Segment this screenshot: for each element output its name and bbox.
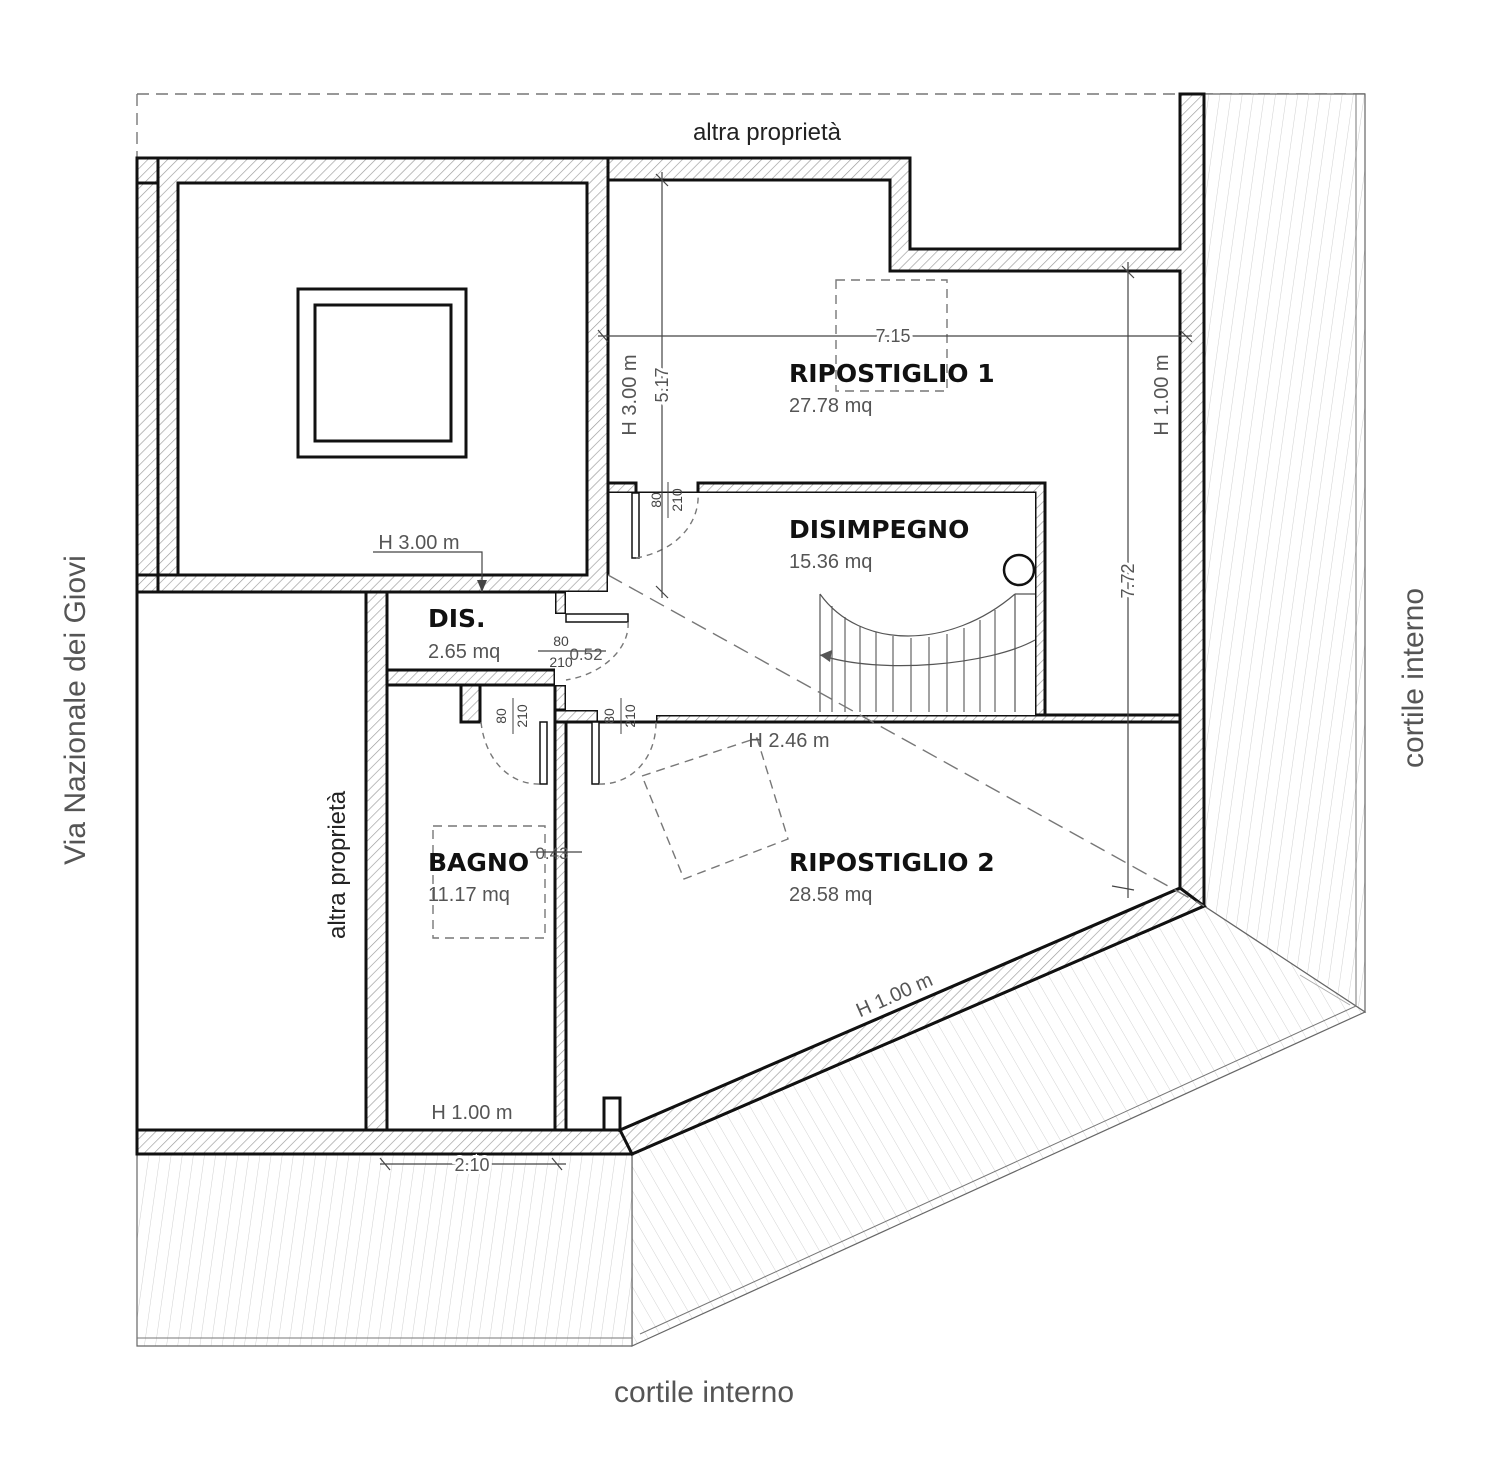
door-1-height: 210 bbox=[669, 488, 685, 512]
door-2-size: 80 210 bbox=[549, 633, 573, 670]
dim-bottom-width: 2.10 bbox=[454, 1155, 489, 1175]
door-size-labels: 80 210 80 210 80 210 80 210 bbox=[493, 482, 685, 734]
room-dis: DIS. 2.65 mq bbox=[428, 604, 500, 663]
height-shaft: H 3.00 m bbox=[378, 532, 459, 554]
label-courtyard-right: cortile interno bbox=[1397, 588, 1430, 768]
dimension-lines bbox=[373, 172, 1193, 1171]
room-area: 27.78 mq bbox=[789, 395, 872, 417]
room-area: 15.36 mq bbox=[789, 551, 872, 573]
height-rip1-left: H 3.00 m bbox=[619, 354, 641, 435]
room-bagno: BAGNO 11.17 mq bbox=[428, 848, 529, 906]
room-fills bbox=[385, 178, 1182, 1133]
door-2-height: 210 bbox=[549, 654, 573, 670]
label-street: Via Nazionale dei Giovi bbox=[59, 555, 92, 865]
door-2-width: 80 bbox=[553, 633, 569, 649]
door-4-width: 80 bbox=[601, 708, 617, 724]
height-bagno-bottom: H 1.00 m bbox=[431, 1102, 512, 1124]
wall-lines bbox=[135, 156, 1207, 1156]
room-name: DIS. bbox=[428, 604, 486, 633]
room-area: 11.17 mq bbox=[428, 884, 510, 906]
room-ripostiglio-1: RIPOSTIGLIO 1 27.78 mq bbox=[789, 359, 995, 417]
door-1-size: 80 210 bbox=[648, 482, 685, 518]
dim-rip1-width: 7.15 bbox=[875, 326, 910, 346]
staircase bbox=[819, 553, 1036, 712]
door-4-size: 80 210 bbox=[601, 698, 638, 734]
room-area: 28.58 mq bbox=[789, 884, 872, 906]
dim-right-depth: 7.72 bbox=[1118, 563, 1138, 598]
room-ripostiglio-2: RIPOSTIGLIO 2 28.58 mq bbox=[789, 848, 995, 906]
dimension-texts: 7.15 5.17 7.72 2.10 0.52 0.43 bbox=[451, 323, 1141, 1178]
door-1-width: 80 bbox=[648, 492, 664, 508]
room-name: DISIMPEGNO bbox=[789, 515, 969, 544]
room-name: RIPOSTIGLIO 1 bbox=[789, 359, 995, 388]
courtyard-terraces bbox=[136, 93, 1367, 1347]
room-area: 2.65 mq bbox=[428, 641, 500, 663]
doors bbox=[480, 492, 699, 785]
label-left-neighbor: altra proprietà bbox=[324, 790, 351, 939]
label-courtyard-bottom: cortile interno bbox=[614, 1376, 794, 1409]
height-rip2-top: H 2.46 m bbox=[748, 730, 829, 752]
ridge-line bbox=[607, 574, 1205, 907]
dim-dis-offset: 0.52 bbox=[569, 645, 602, 664]
room-disimpegno: DISIMPEGNO 15.36 mq bbox=[789, 515, 969, 573]
door-3-height: 210 bbox=[514, 704, 530, 728]
door-4-height: 210 bbox=[622, 704, 638, 728]
label-top-neighbor: altra proprietà bbox=[693, 119, 842, 146]
dim-rip1-depth: 5.17 bbox=[652, 367, 672, 402]
dim-bagno-offset: 0.43 bbox=[535, 844, 568, 863]
room-name: RIPOSTIGLIO 2 bbox=[789, 848, 995, 877]
door-3-size: 80 210 bbox=[493, 698, 530, 734]
door-3-width: 80 bbox=[493, 708, 509, 724]
room-name: BAGNO bbox=[428, 848, 529, 877]
height-rip1-right: H 1.00 m bbox=[1151, 354, 1173, 435]
